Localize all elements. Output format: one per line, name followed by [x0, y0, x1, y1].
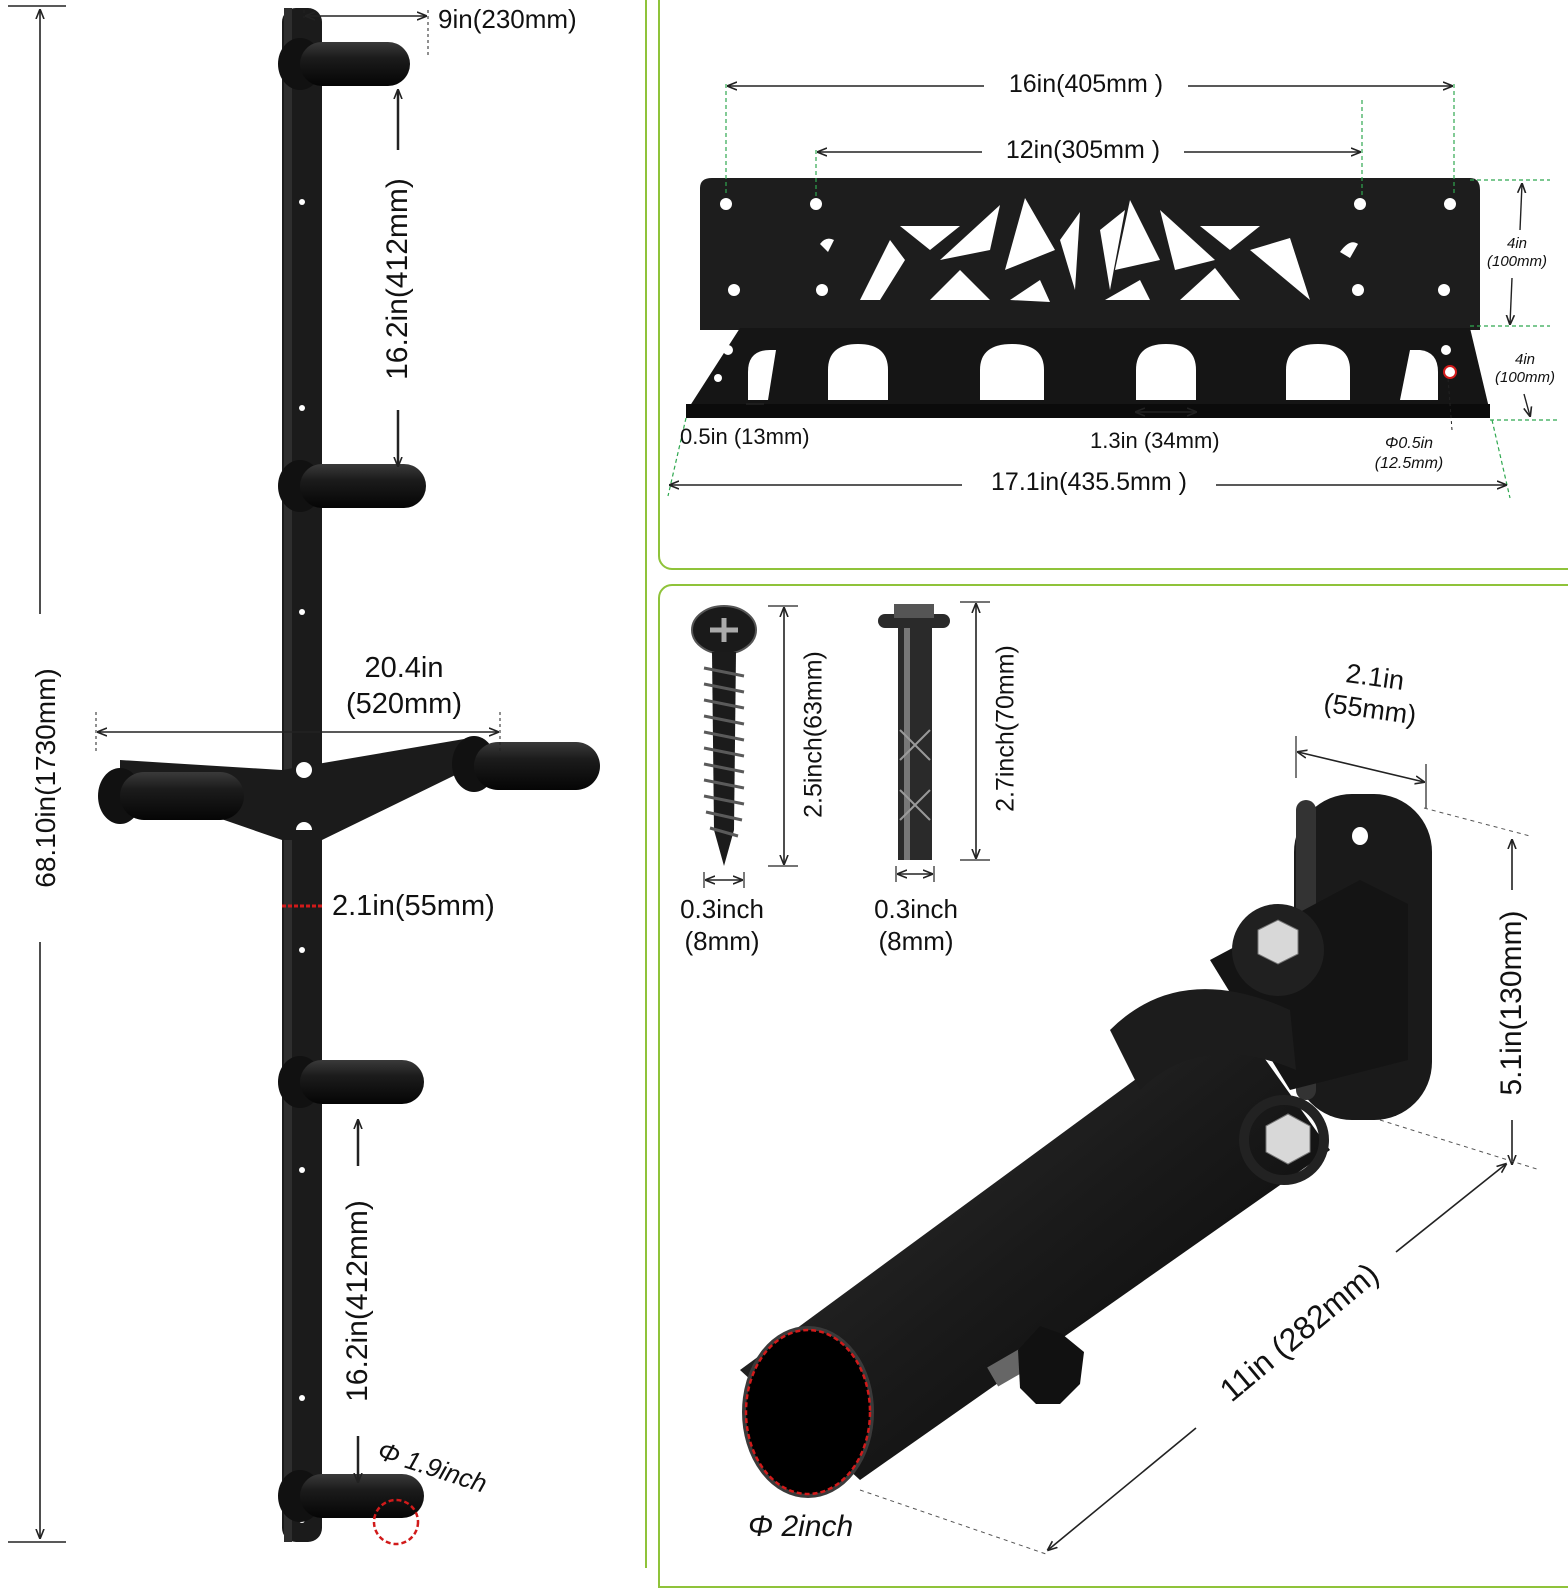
arm-span-label-line1: 20.4in [364, 652, 444, 684]
hole-diameter-label-line1: Φ0.5in [1384, 435, 1434, 452]
top-peg-spacing-label: 16.2in(412mm) [381, 178, 414, 380]
wall-bracket [667, 84, 1560, 499]
sleeve-diameter-label: Φ 2inch [748, 1510, 854, 1543]
rack-pegs [98, 38, 600, 1522]
total-height-label: 68.10in(1730mm) [30, 614, 61, 942]
slot-edge-label: 0.5in (13mm) [680, 424, 810, 449]
slot-width-label: 1.3in (34mm) [1090, 428, 1220, 453]
bottom-peg-spacing-label: 16.2in(412mm) [341, 1200, 374, 1402]
screw-diameter-label-line1: 0.3inch [680, 894, 764, 924]
anchor-diameter-label-line2: (8mm) [878, 926, 954, 956]
inner-hole-span-label: 12in(305mm ) [1005, 136, 1161, 164]
lower-height-label-line2: (100mm) [1494, 369, 1555, 386]
post-width-label: 2.1in(55mm) [332, 890, 495, 922]
hole-diameter-label-line2: (12.5mm) [1374, 455, 1444, 472]
anchor-diameter-label-line1: 0.3inch [874, 894, 958, 924]
plate-height-label: 5.1in(130mm) [1495, 910, 1528, 1096]
peg-length-label: 9in(230mm) [438, 4, 577, 34]
left-panel-divider [645, 0, 647, 1568]
lower-height-label-line1: 4in [1514, 351, 1536, 368]
screw-length-label: 2.5inch(63mm) [799, 651, 828, 818]
hardware [691, 601, 990, 888]
screw-diameter-label-line2: (8mm) [684, 926, 760, 956]
arm-span-label-line2: (520mm) [345, 688, 462, 720]
upper-height-label-line2: (100mm) [1486, 253, 1547, 270]
bracket-panel-frame [658, 0, 1568, 570]
total-width-label: 17.1in(435.5mm ) [991, 468, 1187, 496]
landmine-attachment [740, 736, 1541, 1555]
upper-height-label-line1: 4in [1506, 235, 1528, 252]
vertical-rack [8, 5, 600, 1546]
outer-hole-span-label: 16in(405mm ) [1008, 70, 1164, 98]
anchor-length-label: 2.7inch(70mm) [991, 645, 1020, 812]
